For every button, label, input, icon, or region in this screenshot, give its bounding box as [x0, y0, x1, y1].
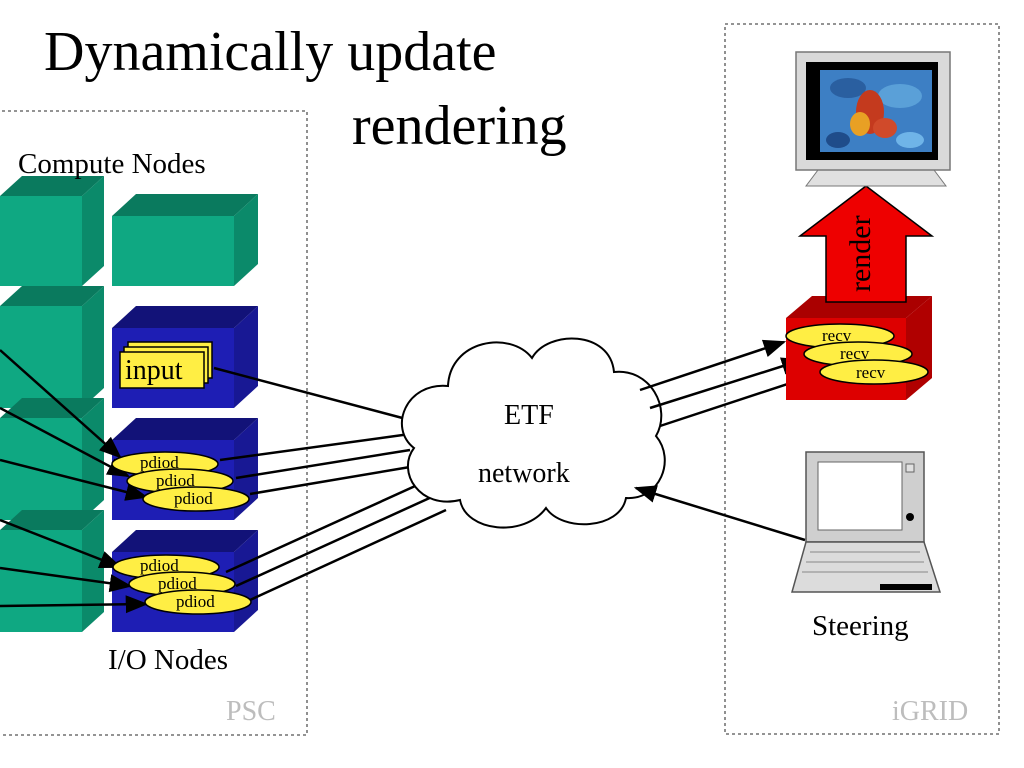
input-label: input: [125, 355, 183, 386]
slide-title-line1: Dynamically update: [44, 21, 497, 83]
network-label-line2: network: [478, 458, 570, 489]
pdiod-label: pdiod: [176, 592, 215, 611]
input-file-icon: [119, 341, 213, 389]
pdiod-label: pdiod: [140, 453, 179, 472]
pdiod-label: pdiod: [174, 489, 213, 508]
igrid-site-label: iGRID: [892, 696, 969, 727]
io-nodes-label: I/O Nodes: [108, 644, 229, 676]
laptop-icon: [791, 451, 942, 593]
compute-node: [0, 398, 104, 520]
network-label-line1: ETF: [504, 400, 554, 431]
pdiod-daemon: [144, 589, 252, 615]
psc-site-label: PSC: [226, 696, 276, 727]
recv-daemon: [819, 359, 929, 385]
compute-to-io-arrows: [0, 349, 149, 614]
pdiod-label: pdiod: [156, 471, 195, 490]
render-arrow-icon: [797, 185, 935, 303]
io-to-network-links: [213, 366, 447, 602]
pdiod-label: pdiod: [158, 574, 197, 593]
pdiod-label: pdiod: [140, 556, 179, 575]
compute-node: [112, 194, 258, 286]
recv-label: recv: [840, 344, 870, 363]
slide-title-line2: rendering: [352, 95, 567, 157]
compute-nodes-label: Compute Nodes: [18, 148, 206, 180]
recv-label: recv: [856, 363, 886, 382]
compute-node: [0, 176, 104, 286]
cloud-icon: [400, 337, 666, 529]
display-monitor-icon: [795, 51, 951, 187]
compute-node: [0, 286, 104, 408]
steering-arrow: [633, 485, 806, 542]
recv-label: recv: [822, 326, 852, 345]
pdiod-daemon: [142, 486, 250, 512]
steering-label: Steering: [812, 610, 909, 642]
render-label: render: [844, 215, 877, 292]
